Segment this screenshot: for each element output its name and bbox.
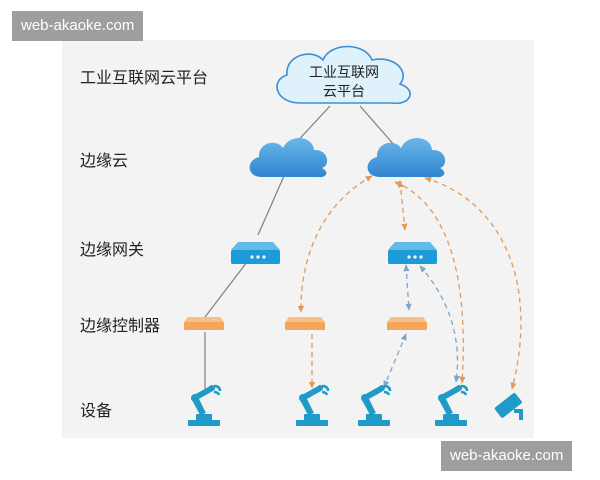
edge-cloud-right-icon bbox=[367, 138, 446, 178]
platform-cloud-icon: 工业互联网 云平台 bbox=[276, 45, 411, 105]
watermark-bottom: web-akaoke.com bbox=[441, 441, 573, 471]
link-gateway-controller bbox=[204, 261, 248, 318]
dlink-cloud-gateway2 bbox=[397, 180, 408, 231]
dlink-gateway2-robot4 bbox=[419, 265, 460, 383]
link-cloud-gateway bbox=[257, 175, 285, 236]
camera-icon bbox=[494, 393, 523, 420]
dashed-links-blue bbox=[383, 264, 460, 388]
layer-label-devices: 设备 bbox=[80, 401, 113, 420]
gateway-left-icon bbox=[231, 242, 280, 264]
robot-arm-3-icon bbox=[356, 383, 392, 428]
layer-label-edge-gateway: 边缘网关 bbox=[80, 240, 145, 259]
platform-cloud-line1: 工业互联网 bbox=[309, 65, 379, 81]
robot-arm-4-icon bbox=[433, 383, 469, 428]
layer-label-edge-controller: 边缘控制器 bbox=[80, 316, 161, 335]
robot-arm-2-icon bbox=[294, 383, 330, 428]
gateway-right-icon bbox=[388, 242, 437, 264]
layer-label-edge-cloud: 边缘云 bbox=[80, 151, 129, 170]
controller-1-icon bbox=[184, 317, 224, 330]
edge-cloud-left-icon bbox=[249, 138, 328, 178]
watermark-top: web-akaoke.com bbox=[12, 11, 144, 41]
dlink-controller3-robot3 bbox=[383, 333, 407, 388]
controller-2-icon bbox=[285, 317, 325, 330]
dlink-cloud-robot4 bbox=[394, 181, 466, 384]
dlink-gateway2-controller3 bbox=[403, 264, 412, 311]
link-platform-edgecloud-right bbox=[359, 105, 397, 148]
layer-label-platform: 工业互联网云平台 bbox=[80, 68, 209, 87]
dashed-links-orange bbox=[297, 175, 522, 390]
robot-arm-1-icon bbox=[186, 383, 222, 428]
platform-cloud-line2: 云平台 bbox=[323, 84, 365, 100]
controller-3-icon bbox=[387, 317, 427, 330]
dlink-cloud-camera bbox=[424, 176, 522, 390]
dlink-cloud-controller2 bbox=[297, 175, 373, 313]
